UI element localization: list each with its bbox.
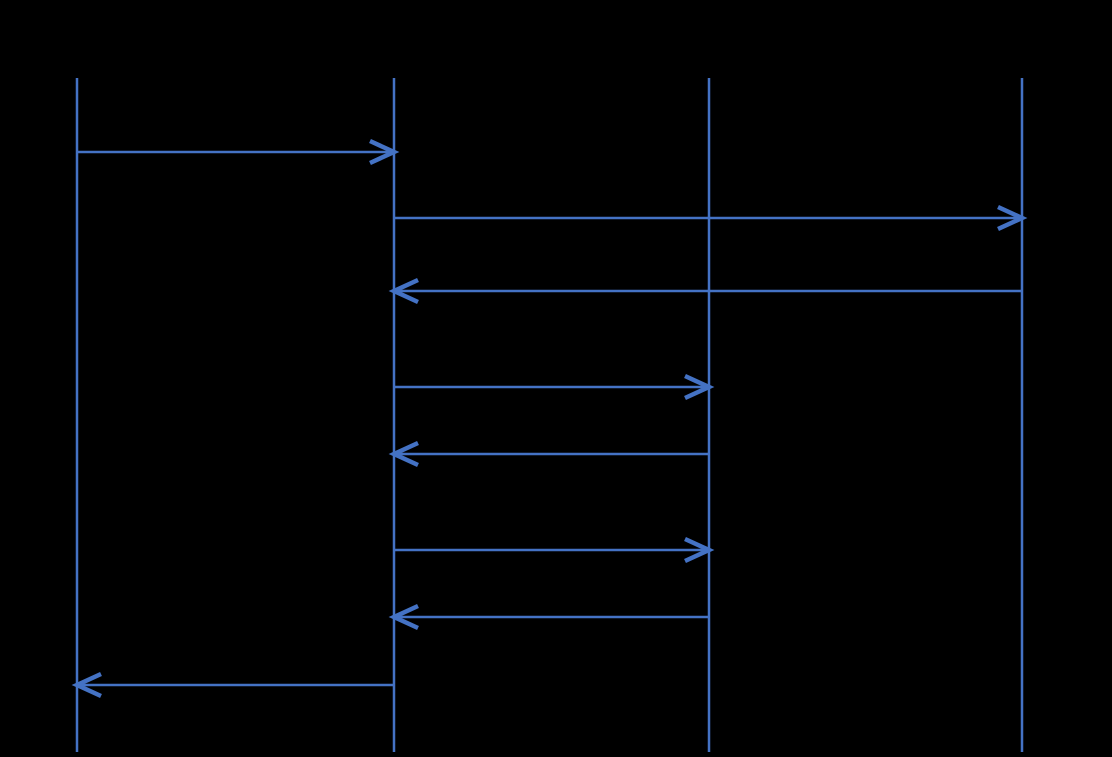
message-7-arrowhead-icon: [388, 603, 419, 631]
message-2-arrowhead-icon: [997, 204, 1028, 232]
message-3-arrowhead-icon: [388, 277, 419, 305]
message-5-arrowhead-icon: [388, 440, 419, 468]
message-6-arrowhead-icon: [684, 536, 715, 564]
message-4-arrowhead-icon: [684, 373, 715, 401]
message-8-arrowhead-icon: [71, 671, 102, 699]
message-1-arrowhead-icon: [369, 138, 400, 166]
